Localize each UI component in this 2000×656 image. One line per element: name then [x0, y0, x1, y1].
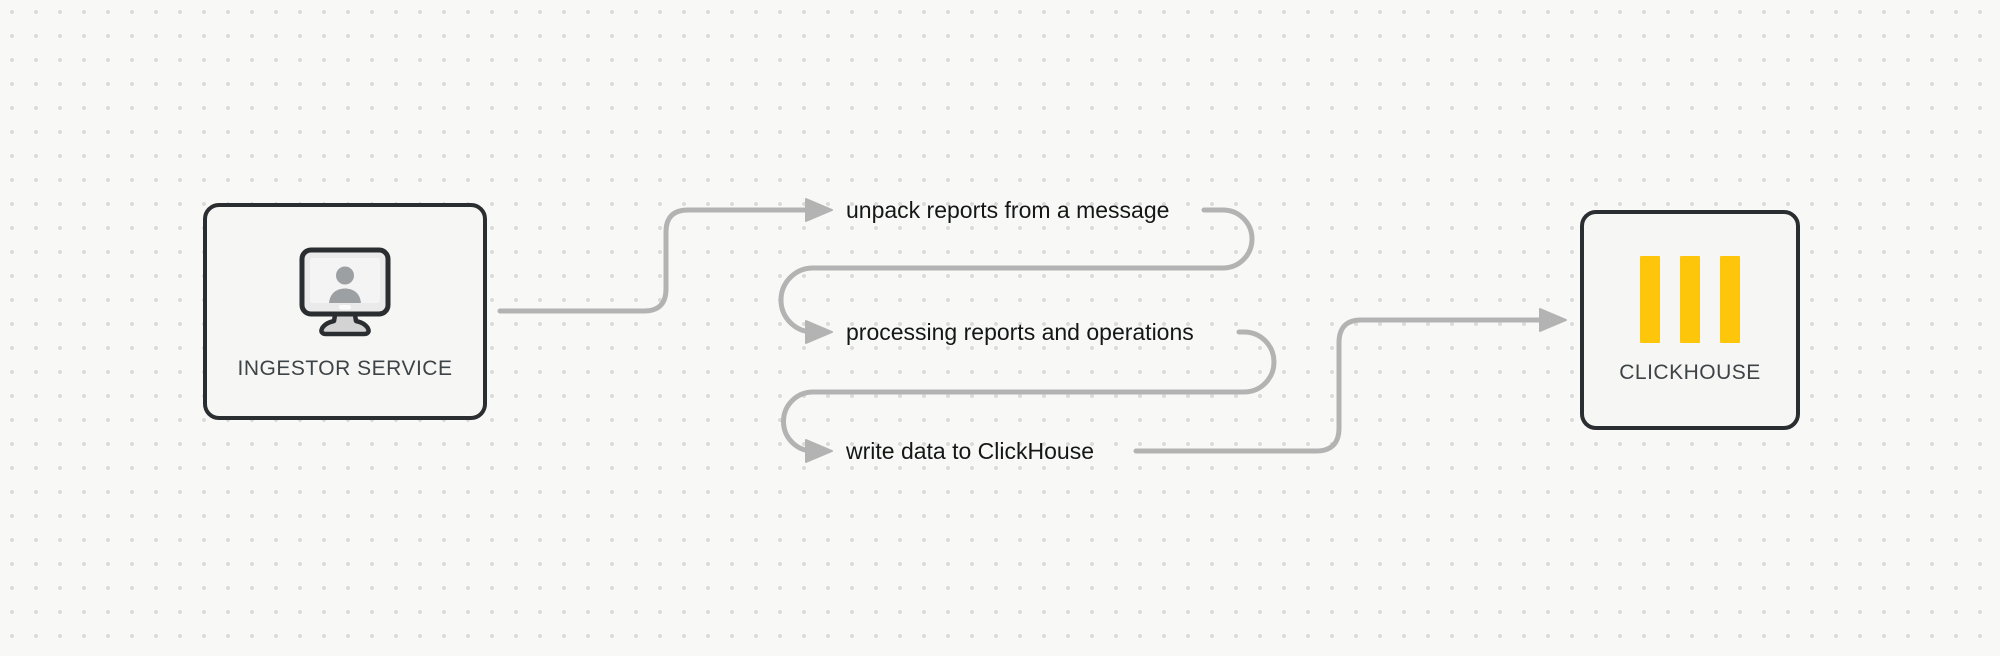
- clickhouse-bars-icon: [1640, 255, 1740, 343]
- arrowhead-icon: [1539, 308, 1567, 332]
- arrowhead-icon: [805, 198, 833, 222]
- arrowhead-icon: [805, 439, 833, 463]
- clickhouse-bar: [1720, 255, 1740, 343]
- clickhouse-bar: [1640, 255, 1660, 343]
- connector-ingestor-to-step1: [497, 207, 809, 314]
- node-ingestor-service[interactable]: INGESTOR SERVICE: [203, 203, 487, 420]
- arrowhead-icon: [805, 320, 833, 344]
- node-clickhouse[interactable]: CLICKHOUSE: [1580, 210, 1800, 430]
- connector-step1-to-step2: [778, 207, 1255, 335]
- connector-step3-to-clickhouse: [1133, 317, 1544, 454]
- step-label-1: unpack reports from a message: [846, 197, 1170, 223]
- connector-step2-to-step3: [781, 329, 1277, 454]
- step-label-3: write data to ClickHouse: [846, 438, 1094, 464]
- clickhouse-bar: [1680, 255, 1700, 343]
- node-label-clickhouse: CLICKHOUSE: [1619, 360, 1761, 384]
- step-label-2: processing reports and operations: [846, 319, 1194, 345]
- node-label-ingestor: INGESTOR SERVICE: [237, 356, 453, 380]
- monitor-user-icon: [299, 247, 391, 336]
